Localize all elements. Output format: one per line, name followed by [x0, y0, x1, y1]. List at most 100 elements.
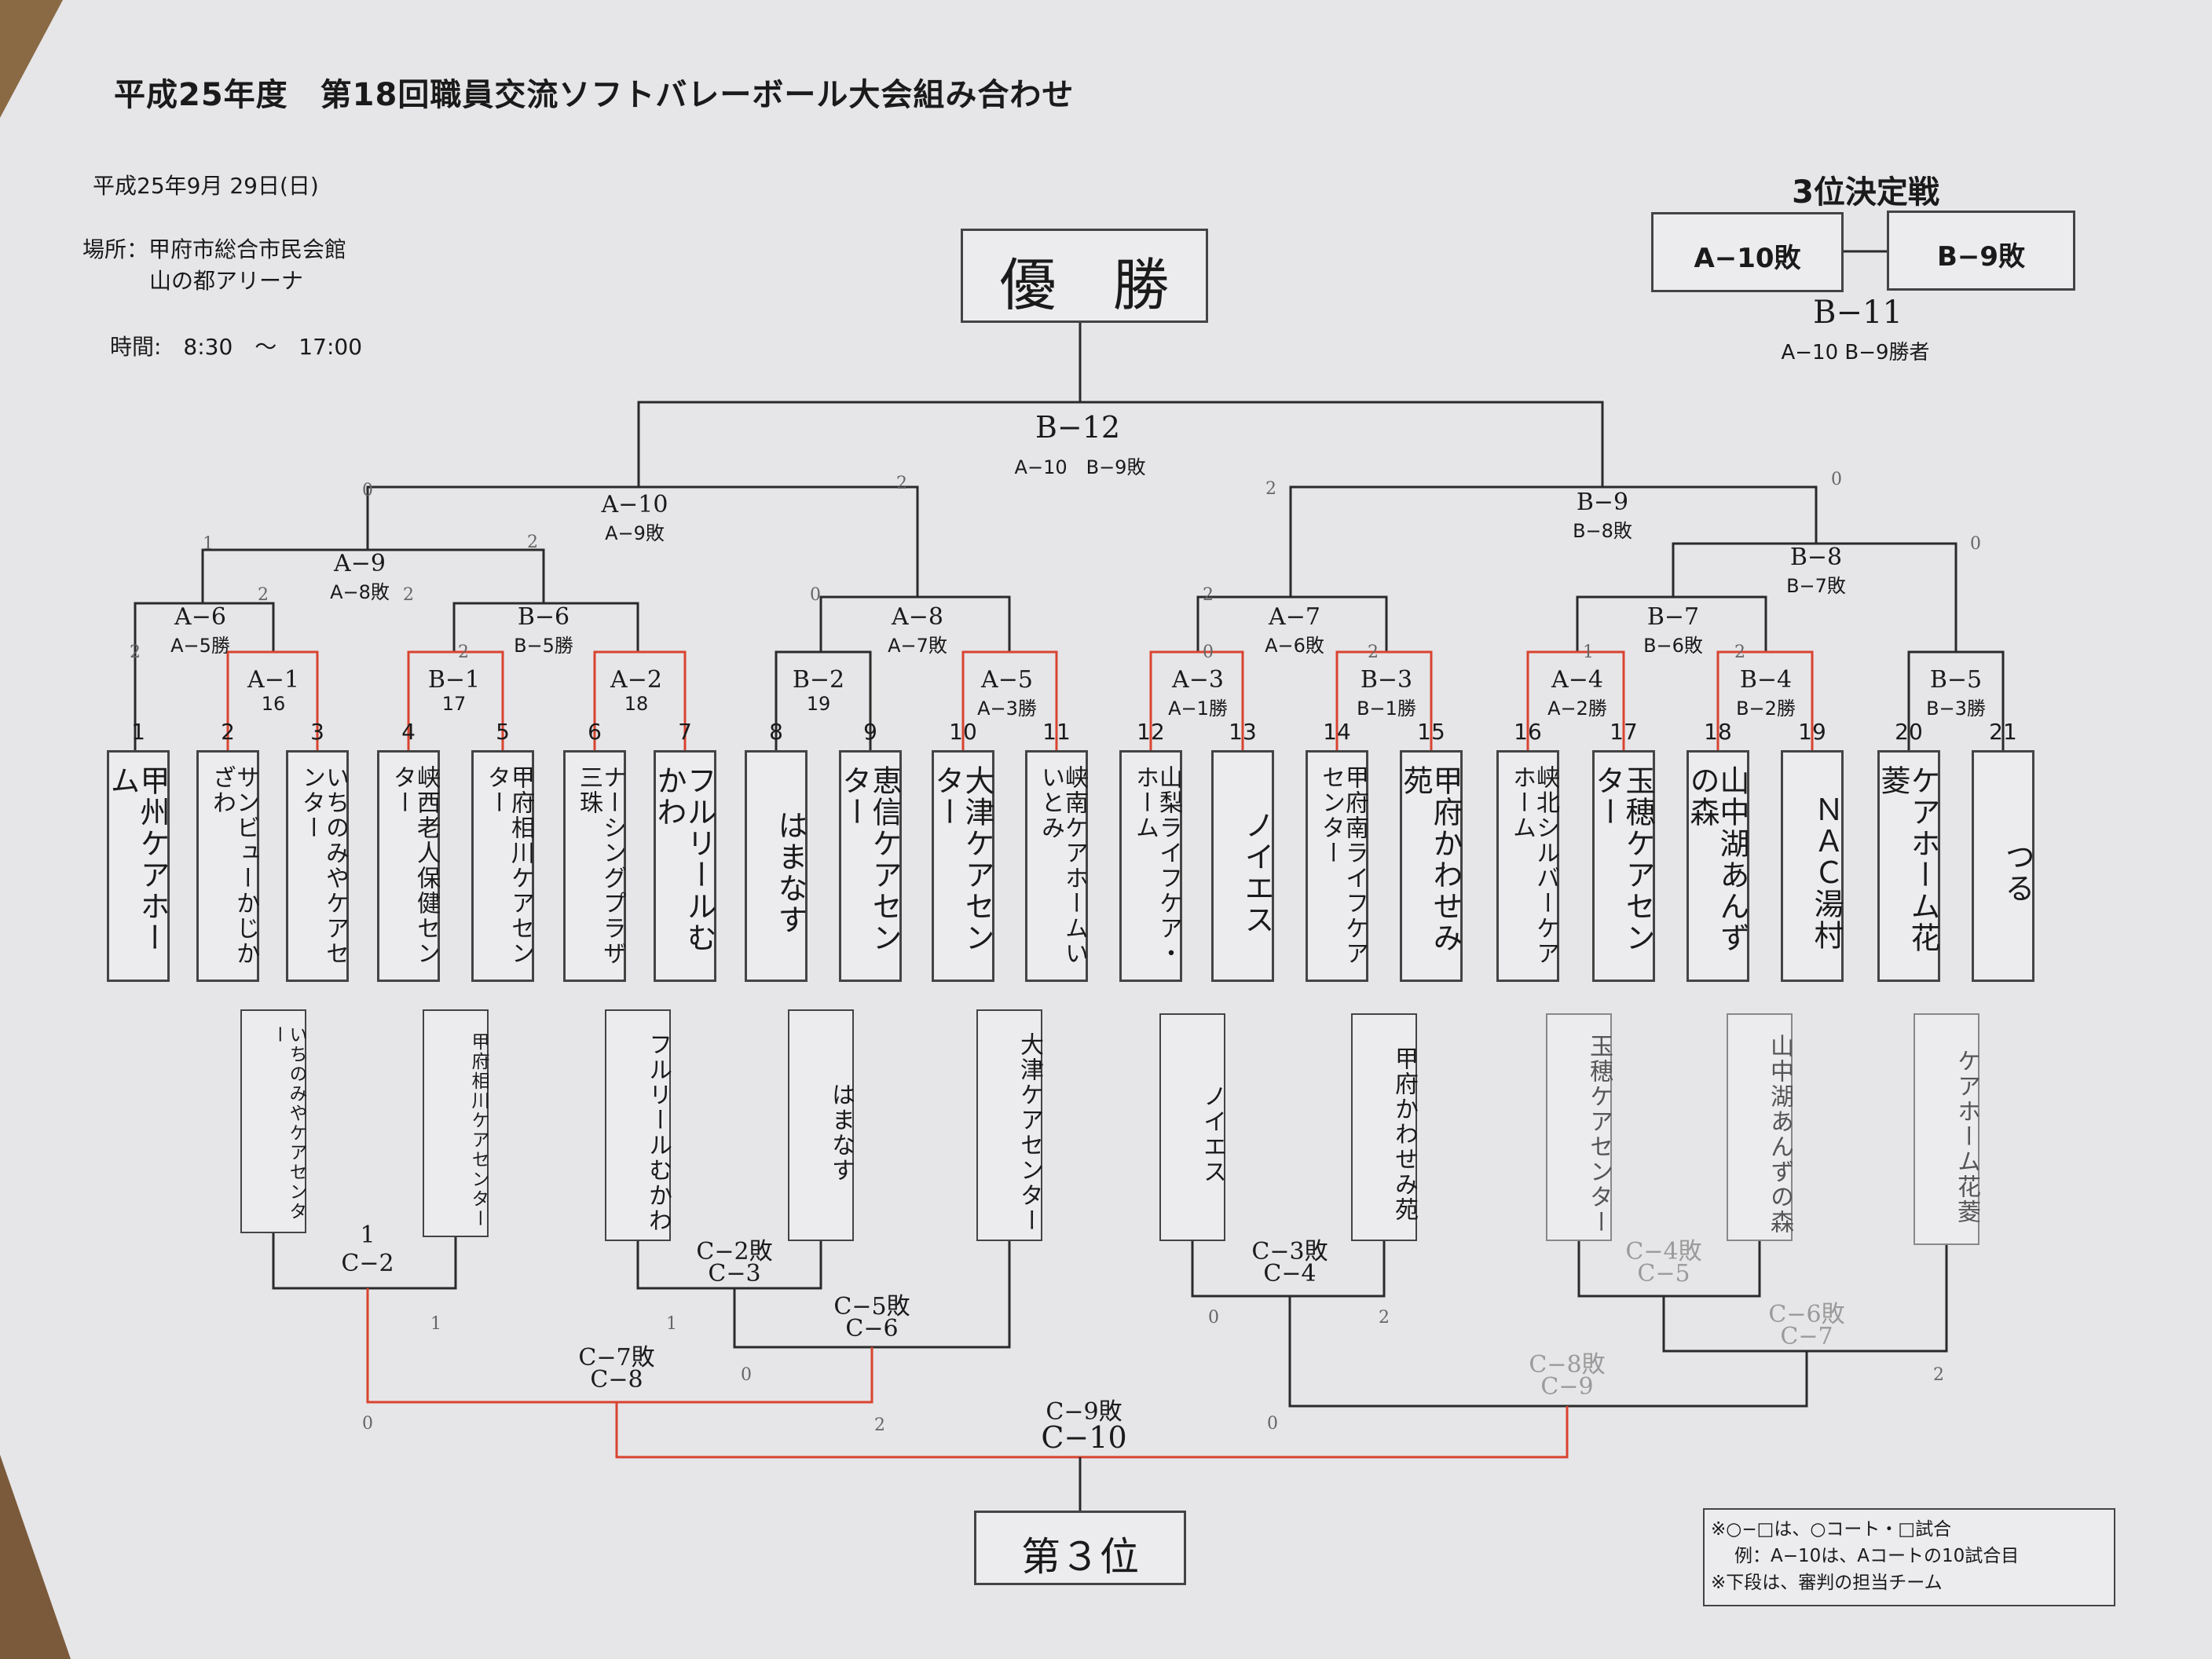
team-box: 甲府かわせみ苑 — [1398, 750, 1463, 982]
team-number: 15 — [1417, 719, 1445, 745]
bracket-line — [366, 1288, 873, 1404]
score-mark: 0 — [810, 585, 821, 605]
event-time: 時間: 8:30 ～ 17:00 — [110, 334, 363, 360]
team-name: 甲府南ライフケアセンター — [1317, 765, 1368, 966]
referee-team-name: いちのみやケアセンター — [268, 1025, 306, 1221]
team-name: 恵信ケアセンター — [837, 765, 902, 954]
score-mark: 0 — [362, 1414, 373, 1434]
score-mark: 0 — [741, 1365, 752, 1385]
team-box: ノイエス — [1211, 750, 1274, 982]
score-mark: 2 — [403, 585, 414, 605]
team-number: 20 — [1895, 719, 1923, 745]
notes-box: ※○−□は、○コート・□試合 例：A−10は、Aコートの10試合目 ※下段は、審… — [1703, 1508, 2115, 1606]
team-name: いちのみやケアセンター — [298, 765, 349, 966]
team-number: 3 — [310, 719, 324, 745]
bracket-line — [1576, 595, 1767, 652]
team-name: 甲府相川ケアセンター — [483, 765, 534, 966]
referee-team-name: 甲府相川ケアセンター — [468, 1032, 489, 1229]
bracket-line — [637, 401, 1604, 487]
match-code: B−2 — [792, 666, 845, 694]
third-place-left-label: A−10敗 — [1694, 243, 1801, 274]
score-mark: 2 — [874, 1415, 885, 1435]
match-note: A−7敗 — [888, 635, 947, 657]
referee-box: ノイエス — [1159, 1013, 1226, 1241]
team-box: 甲府南ライフケアセンター — [1306, 750, 1368, 982]
team-number: 8 — [769, 719, 783, 745]
team-number: 5 — [496, 719, 510, 745]
team-number: 7 — [678, 719, 692, 745]
bracket-line — [961, 650, 1058, 750]
score-mark: 2 — [1379, 1308, 1390, 1328]
bracket-line — [1289, 485, 1818, 597]
team-name: つる — [2000, 840, 2034, 904]
match-code: A−5 — [981, 666, 1033, 694]
match-code: A−1 — [247, 666, 299, 694]
match-code: A−3 — [1172, 666, 1224, 694]
lower-match-note: C−2敗 — [696, 1238, 773, 1265]
team-box: フルリールむかわ — [652, 750, 716, 982]
team-name: 山中湖あんずの森 — [1685, 765, 1749, 954]
team-name: 山梨ライフケア・ホーム — [1131, 765, 1182, 966]
team-number: 12 — [1137, 719, 1165, 745]
bracket-line — [1577, 1241, 1761, 1298]
lower-match-note: C−6敗 — [1768, 1301, 1845, 1328]
team-number: 13 — [1229, 719, 1257, 745]
score-mark: 0 — [1203, 643, 1214, 662]
event-date: 平成25年9月 29日(日) — [93, 173, 319, 199]
referee-box: 玉穂ケアセンター — [1546, 1013, 1613, 1241]
match-code: A−8 — [892, 603, 943, 631]
referee-box: 山中湖あんずの森 — [1727, 1013, 1793, 1241]
team-number: 11 — [1042, 719, 1071, 745]
match-note: B−6敗 — [1643, 635, 1703, 657]
referee-box: 大津ケアセンター — [976, 1009, 1043, 1241]
lower-match-code: C−5 — [1637, 1260, 1690, 1287]
lower-match-code: C−9 — [1540, 1373, 1594, 1401]
team-box: はまなす — [745, 750, 808, 982]
team-number: 19 — [1798, 719, 1826, 745]
note-line: 例：A−10は、Aコートの10試合目 — [1734, 1546, 2020, 1566]
bracket-line — [366, 485, 919, 597]
match-note: A−3勝 — [977, 698, 1037, 720]
score-mark: 2 — [1203, 585, 1214, 605]
team-box: つる — [1972, 750, 2034, 982]
match-code: B−7 — [1646, 603, 1700, 631]
lower-match-code: C−8 — [590, 1366, 643, 1393]
team-name: 峡北シルバーケアホーム — [1508, 765, 1559, 966]
team-box: ＮＡＣ湯村 — [1781, 750, 1844, 982]
team-number: 1 — [131, 719, 145, 745]
match-code: B−8 — [1789, 544, 1843, 571]
bracket-line — [819, 595, 1011, 652]
match-code: B−1 — [427, 666, 481, 694]
score-mark: 2 — [896, 474, 907, 493]
bracket-line — [452, 602, 639, 652]
score-mark: 2 — [1734, 643, 1745, 662]
team-box: 山梨ライフケア・ホーム — [1119, 750, 1182, 982]
score-mark: 0 — [1831, 470, 1842, 489]
lower-match-note: C−5敗 — [833, 1293, 910, 1320]
bracket-line — [775, 650, 872, 750]
paper-corner-shadow — [0, 0, 63, 118]
venue-label: 場所：甲府市総合市民会館 — [82, 236, 347, 262]
third-place-right-label: B−9敗 — [1936, 241, 2026, 273]
team-name: 甲府かわせみ苑 — [1398, 765, 1463, 954]
team-name: フルリールむかわ — [652, 765, 716, 954]
third-place-match-note: A−10 B−9勝者 — [1781, 341, 1930, 364]
bracket-line — [134, 602, 275, 750]
match-note: B−8敗 — [1573, 520, 1632, 542]
bracket-line — [272, 1233, 457, 1290]
score-mark: 1 — [1583, 643, 1594, 662]
lower-match-code: C−4 — [1263, 1260, 1317, 1287]
bracket-line — [1191, 1241, 1386, 1298]
team-name: ノイエス — [1240, 809, 1274, 936]
team-box: 甲州ケアホーム — [105, 750, 170, 982]
lower-match-note: C−3敗 — [1251, 1238, 1328, 1265]
team-number: 17 — [1610, 719, 1638, 745]
bracket-line — [201, 548, 545, 603]
score-mark: 2 — [1933, 1365, 1944, 1385]
lower-match-note: C−7敗 — [578, 1344, 655, 1372]
third-place-right-box: B−9敗 — [1887, 211, 2075, 291]
lower-match-code: C−3 — [708, 1260, 761, 1287]
referee-box: フルリールむかわ — [605, 1009, 672, 1241]
bracket-line — [1907, 650, 2005, 750]
match-code: A−10 — [601, 491, 668, 518]
